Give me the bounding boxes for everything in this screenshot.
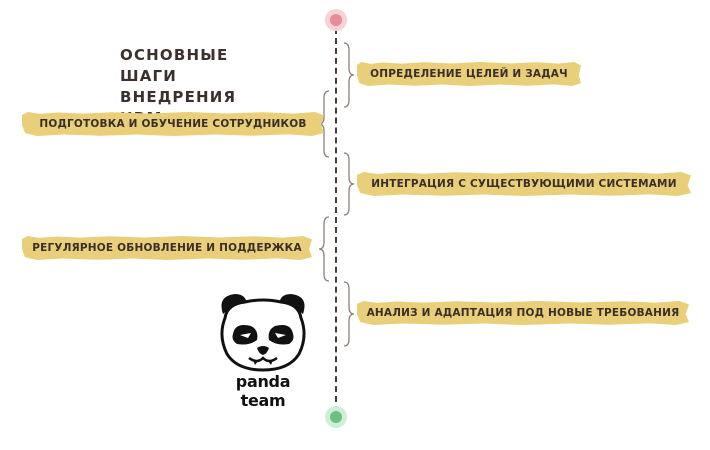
step-label-5: АНАЛИЗ И АДАПТАЦИЯ ПОД НОВЫЕ ТРЕБОВАНИЯ xyxy=(357,301,689,325)
brace-step-4 xyxy=(318,216,332,282)
brace-step-5 xyxy=(341,281,355,347)
step-label-4: РЕГУЛЯРНОЕ ОБНОВЛЕНИЕ И ПОДДЕРЖКА xyxy=(22,236,312,260)
timeline-start-dot xyxy=(325,9,347,31)
panda-team-logo: panda team xyxy=(213,288,313,410)
panda-face-icon xyxy=(220,294,306,372)
step-label-2: ПОДГОТОВКА И ОБУЧЕНИЕ СОТРУДНИКОВ xyxy=(22,112,324,136)
step-label-3: ИНТЕГРАЦИЯ С СУЩЕСТВУЮЩИМИ СИСТЕМАМИ xyxy=(357,172,691,196)
brace-step-3 xyxy=(341,152,355,216)
step-label-1: ОПРЕДЕЛЕНИЕ ЦЕЛЕЙ И ЗАДАЧ xyxy=(357,62,581,86)
brace-step-1 xyxy=(341,42,355,108)
logo-text: panda team xyxy=(235,372,291,410)
timeline-line xyxy=(335,28,337,412)
timeline-end-dot xyxy=(325,406,347,428)
